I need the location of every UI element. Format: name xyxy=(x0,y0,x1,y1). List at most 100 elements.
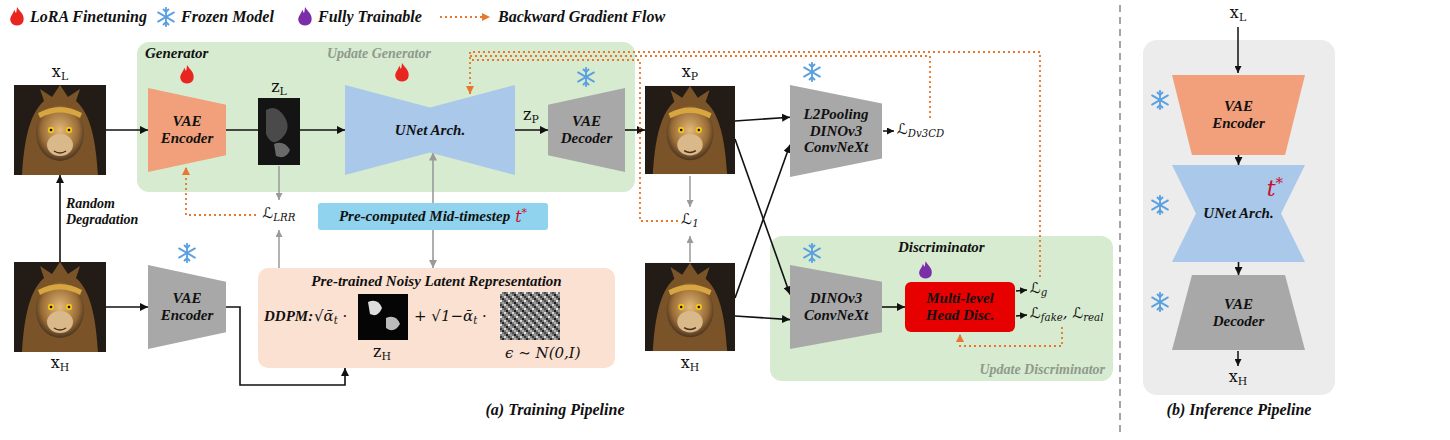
node-text: Pre-computed Mid-timestep xyxy=(339,208,510,225)
text-run: x xyxy=(1230,3,1239,22)
node-text: VAE Encoder xyxy=(154,290,220,324)
connector xyxy=(226,307,345,385)
node-text: xP xyxy=(645,63,735,81)
node-content xyxy=(645,262,735,352)
text-run: H xyxy=(381,350,390,363)
text-run: ϵ ∼ N(0,I) xyxy=(505,344,581,362)
connector xyxy=(625,129,645,131)
latent-blot xyxy=(386,317,400,330)
text-run: VAE Encoder xyxy=(1212,98,1265,131)
node-text: UNet Arch. xyxy=(395,122,465,139)
text-run: x xyxy=(51,353,60,372)
text-run: (b) Inference Pipeline xyxy=(1167,401,1312,418)
text-run: H xyxy=(1238,375,1247,388)
frozen-snowflake-icon xyxy=(1152,91,1168,109)
inference-panel: (b) Inference PipelineVAE EncoderUNet Ar… xyxy=(1143,40,1335,395)
loss-arrow xyxy=(278,166,280,200)
decoder-block: VAE Decoder xyxy=(548,88,625,172)
text-run: (a) Training Pipeline xyxy=(486,401,625,418)
text-run: Pre-computed Mid-timestep xyxy=(339,208,510,224)
encoder-block: VAE Encoder xyxy=(1172,75,1305,155)
node-text: √ᾱt · xyxy=(314,308,347,325)
connector xyxy=(1238,155,1240,165)
noise-thumb xyxy=(500,292,560,340)
shape-fill xyxy=(345,85,515,175)
frozen-snowflake-icon xyxy=(179,244,195,262)
node-content xyxy=(14,262,106,352)
image-node: xL xyxy=(14,85,106,175)
image-node: xH xyxy=(645,262,735,352)
latent-blot xyxy=(274,143,290,157)
feature-extractor: L2Pooling DINOv3 ConvNeXt xyxy=(790,85,882,177)
node-text: Update Generator xyxy=(327,46,431,62)
node-content: VAE Decoder xyxy=(548,88,625,172)
shape-fill xyxy=(548,88,625,172)
node-text: L2Pooling DINOv3 ConvNeXt xyxy=(796,106,876,156)
text-run: Pre-trained Noisy Latent Representation xyxy=(311,273,561,289)
text-run: VAE Decoder xyxy=(561,113,613,146)
gradient-arrow-sample xyxy=(440,16,490,18)
io-label: xL xyxy=(1230,3,1246,22)
shape-fill xyxy=(1172,75,1305,155)
text-run: Update Generator xyxy=(327,46,431,61)
node-text: DDPM: xyxy=(264,308,313,325)
gradient-flow-line xyxy=(470,52,1040,277)
latent-thumb xyxy=(258,98,300,165)
node-text: VAE Encoder xyxy=(154,113,220,147)
text-run: ℒ xyxy=(263,204,274,222)
io-label: xH xyxy=(1229,367,1248,386)
frozen-snowflake-icon xyxy=(804,244,820,262)
node-text: (b) Inference Pipeline xyxy=(1143,401,1335,419)
node-content: L2Pooling DINOv3 ConvNeXt xyxy=(790,85,882,177)
node-text: Discriminator xyxy=(898,239,985,256)
node-text: DINOv3 ConvNeXt xyxy=(796,290,876,324)
output-photo xyxy=(645,86,735,174)
text-run: Multi-level Head Disc. xyxy=(926,290,994,323)
feature-extractor: DINOv3 ConvNeXt xyxy=(790,265,882,349)
loss-arrow xyxy=(1016,290,1027,291)
text-run: g xyxy=(1041,287,1048,298)
text-run: ℒ xyxy=(1030,279,1041,297)
text-run: z xyxy=(271,77,279,96)
shape-fill xyxy=(1172,165,1305,262)
text-run: ℒ xyxy=(1030,304,1041,322)
text-run: + √1−ᾱ xyxy=(414,307,473,325)
text-run: Generator xyxy=(145,45,208,61)
inference-panel-ground xyxy=(1143,40,1335,395)
node-text: Multi-level Head Disc. xyxy=(911,290,1009,324)
legend-text: Frozen Model xyxy=(181,7,274,26)
frozen-snowflake-icon xyxy=(1152,293,1168,311)
text-run: * xyxy=(522,206,527,219)
node-content: UNet Arch. xyxy=(1172,165,1305,262)
loss-label: ℒ1 xyxy=(681,210,698,228)
shape-fill xyxy=(1172,275,1305,350)
text-run: LRR xyxy=(273,212,295,223)
text-run: ℒ xyxy=(681,210,692,228)
loss-arrow xyxy=(278,230,280,268)
trainable-flame-icon xyxy=(919,261,932,278)
node-text: Generator xyxy=(145,45,208,62)
text-run: H xyxy=(60,361,69,374)
text-run: z xyxy=(523,105,531,124)
node-content xyxy=(645,85,735,175)
node-text: VAE Decoder xyxy=(554,113,619,147)
latent-blot xyxy=(368,301,382,315)
gradient-flow-line xyxy=(186,167,256,215)
text-run: Update Discriminator xyxy=(979,362,1105,377)
text-run: DINOv3 ConvNeXt xyxy=(804,290,868,323)
head-box: Multi-level Head Disc. xyxy=(905,282,1015,332)
timestep-box: Pre-computed Mid-timestept* xyxy=(318,203,548,230)
discriminator-band: DiscriminatorUpdate Discriminator DINOv3 … xyxy=(770,236,1113,381)
text-run: VAE Decoder xyxy=(1213,296,1265,329)
latent-blot xyxy=(266,108,288,142)
discriminator-band-ground xyxy=(770,236,1113,381)
shape-fill xyxy=(790,85,882,177)
connector xyxy=(735,145,790,298)
frozen-snowflake-icon xyxy=(578,68,594,86)
lora-flame-icon xyxy=(10,7,23,25)
text-run: VAE Encoder xyxy=(161,113,214,146)
latent-label: zL xyxy=(271,77,287,96)
text-run: x xyxy=(52,62,61,81)
text-run: , ℒ xyxy=(1063,304,1083,322)
image-node: xP xyxy=(645,85,735,175)
